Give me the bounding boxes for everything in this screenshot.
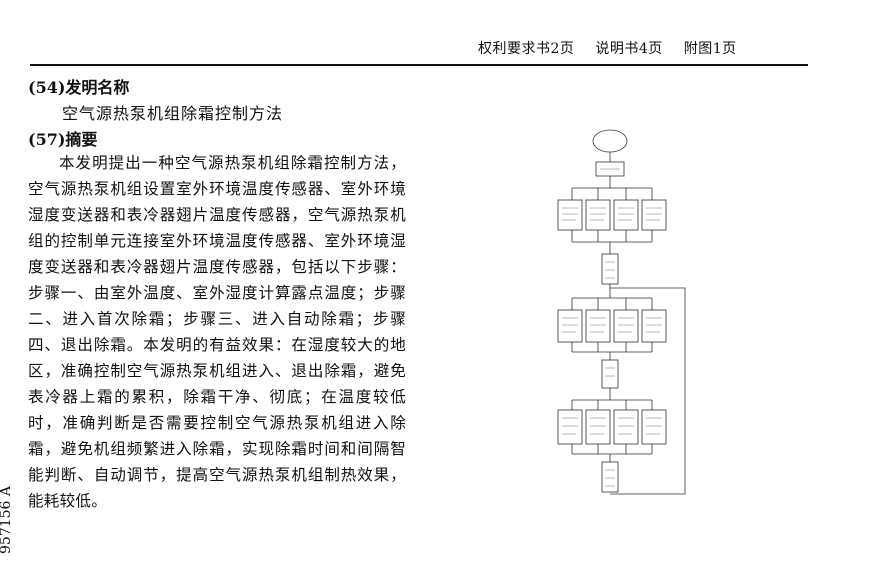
invention-title: 空气源热泵机组除霜控制方法 [62, 104, 284, 123]
flow-start-node [592, 129, 628, 153]
invention-name-heading: (54)发明名称 [28, 78, 130, 97]
flow-box-3c [613, 309, 639, 343]
publication-side-code: 957156 A [0, 486, 14, 554]
claims-page-count: 权利要求书2页 [478, 41, 575, 57]
flow-box-1c [613, 199, 639, 231]
flow-box-3a [557, 309, 583, 343]
flow-box-1d [641, 199, 667, 231]
page-count-info: 权利要求书2页 说明书4页 附图1页 [478, 38, 798, 58]
abstract-text: 本发明提出一种空气源热泵机组除霜控制方法，空气源热泵机组设置室外环境温度传感器、… [28, 154, 406, 510]
flow-box-3d [641, 309, 667, 343]
flow-box-5c [613, 409, 639, 445]
flow-box-2 [601, 253, 619, 285]
flow-box-5b [585, 409, 611, 445]
flow-box-4 [601, 359, 619, 389]
flow-box-1b [585, 199, 611, 231]
flow-box-5a [557, 409, 583, 445]
flow-box-1a [557, 199, 583, 231]
flow-box-6 [601, 461, 619, 493]
flowchart-figure [557, 129, 686, 495]
description-page-count: 说明书4页 [595, 41, 663, 57]
flow-box-5d [641, 409, 667, 445]
flow-box-3b [585, 309, 611, 343]
abstract-heading: (57)摘要 [28, 130, 98, 149]
header-rule [30, 64, 808, 66]
drawings-page-count: 附图1页 [683, 41, 737, 57]
abstract-body: 本发明提出一种空气源热泵机组除霜控制方法，空气源热泵机组设置室外环境温度传感器、… [28, 150, 406, 514]
